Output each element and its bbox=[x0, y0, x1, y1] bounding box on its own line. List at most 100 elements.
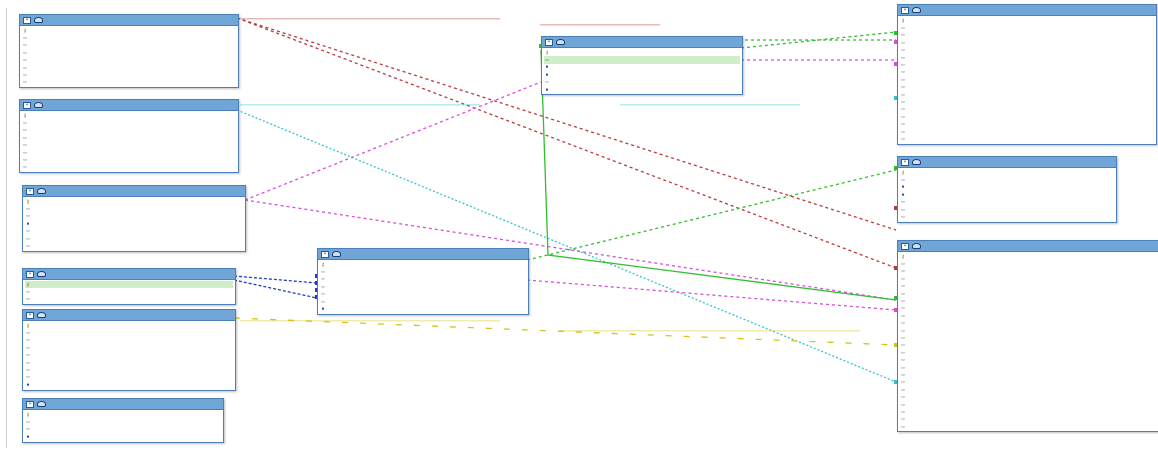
column-row[interactable]: ▭ bbox=[900, 268, 1156, 275]
table-header[interactable]: ▾ bbox=[898, 5, 1156, 16]
column-row[interactable]: ▭ bbox=[25, 426, 221, 433]
column-row[interactable]: ▭ bbox=[25, 228, 243, 235]
collapse-icon[interactable]: ▾ bbox=[901, 242, 909, 250]
collapse-icon[interactable]: ▾ bbox=[545, 38, 553, 46]
column-row[interactable]: ⚷ bbox=[900, 253, 1156, 260]
table-header[interactable]: ▾ bbox=[898, 157, 1116, 168]
column-row[interactable]: ▪ bbox=[900, 191, 1114, 198]
column-row[interactable]: ▪ bbox=[900, 184, 1114, 191]
table-header[interactable]: ▾ bbox=[20, 15, 238, 26]
column-row[interactable]: ▭ bbox=[900, 393, 1156, 400]
column-row[interactable]: ▪ bbox=[320, 305, 526, 312]
column-row[interactable]: ▭ bbox=[320, 268, 526, 275]
column-row[interactable]: ▭ bbox=[22, 164, 236, 171]
column-row[interactable]: ⚷ bbox=[25, 198, 243, 205]
column-row[interactable]: ▭ bbox=[22, 49, 236, 56]
column-row[interactable]: ▭ bbox=[25, 329, 233, 336]
column-row[interactable]: ⚷ bbox=[544, 49, 740, 56]
column-row[interactable]: ▭ bbox=[900, 297, 1156, 304]
column-row[interactable]: ▭ bbox=[900, 84, 1154, 91]
column-row[interactable]: ▭ bbox=[22, 34, 236, 41]
column-row[interactable]: ⚷ bbox=[900, 17, 1154, 24]
column-row[interactable]: ▭ bbox=[25, 296, 233, 303]
column-row[interactable]: ▭ bbox=[900, 327, 1156, 334]
column-row[interactable]: ▭ bbox=[25, 337, 233, 344]
table-box-t6[interactable]: ▾⚷▭▭▪ bbox=[22, 398, 224, 443]
table-header[interactable]: ▾ bbox=[898, 241, 1158, 252]
table-box-t11[interactable]: ▾⚷▭▭▭▭▭▭▭▭▭▭▭▭▭▭▭▭▭▭▭▭▭▭▭ bbox=[897, 240, 1158, 433]
column-row[interactable]: ▭ bbox=[320, 298, 526, 305]
column-row[interactable]: ▭ bbox=[900, 24, 1154, 31]
column-row[interactable]: ▭ bbox=[900, 320, 1156, 327]
column-row[interactable]: ▭ bbox=[22, 127, 236, 134]
column-row[interactable]: ▭ bbox=[900, 416, 1156, 423]
column-row[interactable]: ▭ bbox=[900, 386, 1156, 393]
table-box-t1[interactable]: ▾⚷▭▭▭▭▭▭▭ bbox=[19, 14, 239, 89]
column-row[interactable]: ▭ bbox=[900, 371, 1156, 378]
column-row[interactable]: ▭ bbox=[900, 47, 1154, 54]
column-row[interactable]: ▭ bbox=[900, 206, 1114, 213]
column-row[interactable]: ▭ bbox=[900, 135, 1154, 142]
table-box-t7[interactable]: ▾⚷▭▭▭▭▭▪ bbox=[317, 248, 529, 315]
table-header[interactable]: ▾ bbox=[20, 100, 238, 111]
column-row[interactable]: ▭ bbox=[900, 61, 1154, 68]
column-row[interactable]: ▭ bbox=[22, 71, 236, 78]
column-row[interactable]: ▭ bbox=[900, 423, 1156, 430]
column-row[interactable]: ▭ bbox=[900, 98, 1154, 105]
column-row[interactable]: ▭ bbox=[22, 42, 236, 49]
collapse-icon[interactable]: ▾ bbox=[23, 16, 31, 24]
column-row[interactable]: ▭ bbox=[25, 235, 243, 242]
column-row[interactable]: ▪ bbox=[25, 220, 243, 227]
column-row[interactable]: ▭ bbox=[25, 205, 243, 212]
collapse-icon[interactable]: ▾ bbox=[26, 311, 34, 319]
column-row[interactable]: ⚷ bbox=[22, 112, 236, 119]
column-row[interactable]: ▭ bbox=[900, 275, 1156, 282]
collapse-icon[interactable]: ▾ bbox=[901, 6, 909, 14]
column-row[interactable]: ▭ bbox=[25, 213, 243, 220]
column-row[interactable]: ▭ bbox=[900, 106, 1154, 113]
column-row[interactable]: ▭ bbox=[900, 283, 1156, 290]
table-header[interactable]: ▾ bbox=[23, 186, 245, 197]
column-row[interactable]: ▭ bbox=[22, 156, 236, 163]
column-row[interactable]: ▭ bbox=[900, 199, 1114, 206]
column-row[interactable]: ▭ bbox=[25, 359, 233, 366]
table-header[interactable]: ▾ bbox=[23, 269, 235, 280]
column-row[interactable]: ▭ bbox=[900, 54, 1154, 61]
column-row[interactable]: ⚷ bbox=[320, 261, 526, 268]
collapse-icon[interactable]: ▾ bbox=[23, 101, 31, 109]
column-row[interactable]: ▭ bbox=[25, 242, 243, 249]
column-row[interactable]: ▭ bbox=[900, 113, 1154, 120]
column-row[interactable]: ▭ bbox=[900, 342, 1156, 349]
table-header[interactable]: ▾ bbox=[23, 399, 223, 410]
table-box-t5[interactable]: ▾⚷▭▭▭▭▭▭▭▪ bbox=[22, 309, 236, 391]
column-row[interactable]: ⚷ bbox=[900, 169, 1114, 176]
collapse-icon[interactable]: ▾ bbox=[321, 250, 329, 258]
column-row[interactable]: ▭ bbox=[900, 69, 1154, 76]
column-row[interactable]: ▭ bbox=[900, 260, 1156, 267]
collapse-icon[interactable]: ▾ bbox=[26, 400, 34, 408]
table-box-t8[interactable]: ▾⚷▭▪▪▭▪ bbox=[541, 36, 743, 96]
column-row[interactable]: ▭ bbox=[900, 312, 1156, 319]
column-row[interactable]: ▭ bbox=[900, 290, 1156, 297]
column-row[interactable]: ▭ bbox=[900, 401, 1156, 408]
collapse-icon[interactable]: ▾ bbox=[26, 270, 34, 278]
column-row[interactable]: ▭ bbox=[320, 283, 526, 290]
column-row[interactable]: ▭ bbox=[22, 149, 236, 156]
column-row[interactable]: ▭ bbox=[900, 91, 1154, 98]
column-row[interactable]: ▭ bbox=[320, 291, 526, 298]
column-row[interactable]: ▭ bbox=[900, 364, 1156, 371]
column-row[interactable]: ⚷ bbox=[25, 322, 233, 329]
column-row[interactable]: ▪ bbox=[25, 381, 233, 388]
column-row[interactable]: ▪ bbox=[544, 86, 740, 93]
collapse-icon[interactable]: ▾ bbox=[26, 187, 34, 195]
column-row[interactable]: ⚷ bbox=[25, 411, 221, 418]
column-row[interactable]: ▭ bbox=[900, 120, 1154, 127]
table-header[interactable]: ▾ bbox=[542, 37, 742, 48]
column-row[interactable]: ▭ bbox=[25, 366, 233, 373]
collapse-icon[interactable]: ▾ bbox=[901, 158, 909, 166]
column-row[interactable]: ▭ bbox=[900, 76, 1154, 83]
column-row[interactable]: ▭ bbox=[25, 374, 233, 381]
column-row[interactable]: ▭ bbox=[25, 352, 233, 359]
column-row[interactable]: ▭ bbox=[544, 79, 740, 86]
